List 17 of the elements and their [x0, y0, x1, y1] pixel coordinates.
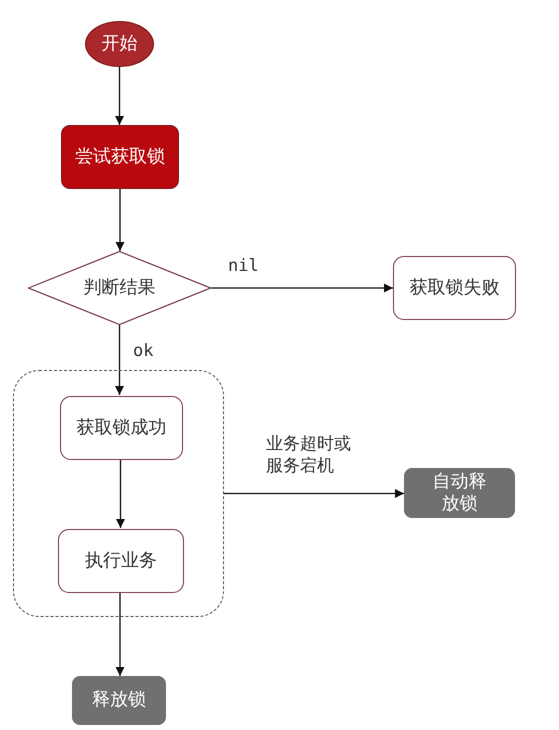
arrow	[116, 189, 124, 251]
arrow	[115, 67, 124, 125]
decision-diamond	[28, 251, 211, 325]
dashed-group-box	[13, 370, 224, 617]
process-box: 释放锁	[72, 676, 166, 725]
arrow	[115, 325, 124, 395]
arrow	[211, 284, 393, 292]
process-box: 获取锁失败	[393, 256, 516, 320]
process-box: 自动释放锁	[404, 468, 515, 518]
process-box: 尝试获取锁	[61, 125, 179, 189]
decision-text: 判断结果	[84, 276, 156, 300]
process-box: 获取锁成功	[60, 396, 183, 460]
arrow	[116, 592, 124, 676]
process-box: 执行业务	[58, 529, 184, 593]
start-ellipse: 开始	[85, 21, 154, 67]
arrow	[224, 489, 404, 498]
arrow	[116, 459, 125, 528]
